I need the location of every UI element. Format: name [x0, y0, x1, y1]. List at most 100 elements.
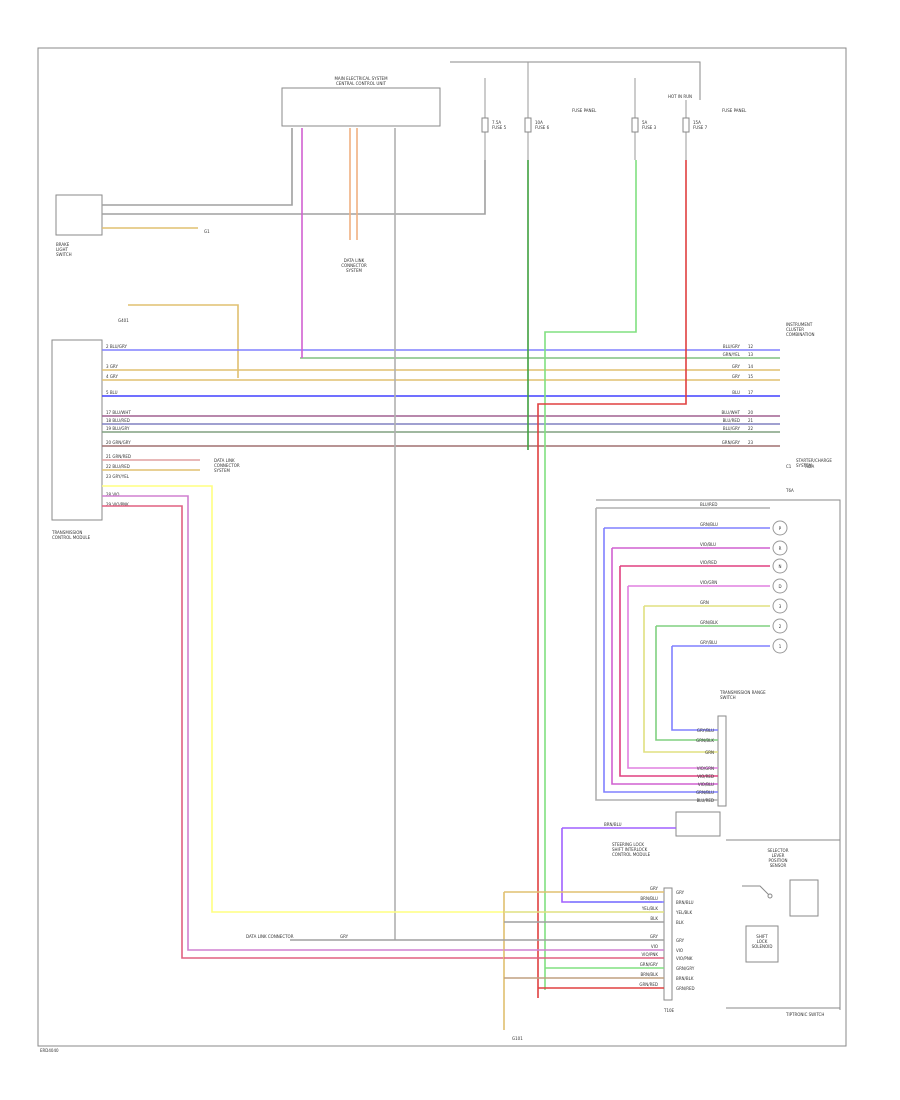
range-block-labels: GRY/BLU GRN/BLK GRN VIO/GRN VIO/RED VIO/… — [696, 728, 714, 803]
svg-text:20 GRN/GRY: 20 GRN/GRY — [106, 440, 131, 445]
svg-text:T32A: T32A — [803, 464, 815, 469]
svg-text:STEERING LOCK: STEERING LOCK — [612, 842, 644, 847]
bus-wires — [102, 349, 780, 471]
svg-text:3: 3 — [779, 604, 782, 609]
svg-text:CONTROL MODULE: CONTROL MODULE — [612, 852, 651, 857]
svg-text:CONNECTOR: CONNECTOR — [341, 263, 367, 268]
range-wire-labels: BLU/RED GRN/BLU VIO/BLU VIO/RED VIO/GRN … — [700, 502, 718, 645]
svg-text:23 GRY/YEL: 23 GRY/YEL — [106, 474, 130, 479]
svg-text:TIPTRONIC SWITCH: TIPTRONIC SWITCH — [785, 1012, 824, 1017]
svg-text:7.5A: 7.5A — [492, 120, 501, 125]
svg-text:GRY/BLU: GRY/BLU — [697, 728, 714, 733]
svg-text:BRAKE: BRAKE — [56, 242, 70, 247]
svg-text:VIO/RED: VIO/RED — [697, 774, 714, 779]
fuse-3: 5A FUSE 3 — [631, 78, 657, 160]
svg-text:GRY/BLU: GRY/BLU — [700, 640, 717, 645]
fuse-4: 15A FUSE 7 — [682, 100, 708, 160]
svg-text:BRN/BLK: BRN/BLK — [641, 972, 659, 977]
fuse-1: 7.5A FUSE 5 — [481, 78, 507, 160]
svg-text:D: D — [778, 584, 781, 589]
svg-text:22 BLU/RED: 22 BLU/RED — [106, 464, 130, 469]
svg-text:18 BLU/RED: 18 BLU/RED — [106, 418, 130, 423]
svg-text:GRN/BLK: GRN/BLK — [696, 738, 714, 743]
svg-text:DATA LINK: DATA LINK — [344, 258, 365, 263]
svg-text:VIO: VIO — [651, 944, 658, 949]
svg-text:FUSE 7: FUSE 7 — [693, 125, 708, 130]
svg-text:GRN: GRN — [705, 750, 714, 755]
svg-text:BLU/WHT: BLU/WHT — [722, 410, 741, 415]
svg-text:FUSE PANEL: FUSE PANEL — [722, 108, 747, 113]
svg-text:BLK: BLK — [650, 916, 658, 921]
svg-text:BLU/RED: BLU/RED — [700, 502, 717, 507]
svg-text:4 GRY: 4 GRY — [106, 374, 118, 379]
svg-text:GRN/BLU: GRN/BLU — [696, 790, 714, 795]
svg-text:POSITION: POSITION — [768, 858, 787, 863]
svg-text:CLUSTER: CLUSTER — [786, 327, 804, 332]
svg-text:3 GRY: 3 GRY — [106, 364, 118, 369]
svg-text:21: 21 — [748, 418, 754, 423]
svg-text:BLU/GRY: BLU/GRY — [723, 426, 741, 431]
svg-text:VIO/GRN: VIO/GRN — [700, 580, 717, 585]
svg-text:GRN/BLU: GRN/BLU — [700, 522, 718, 527]
svg-text:12: 12 — [748, 344, 754, 349]
svg-text:FUSE 5: FUSE 5 — [492, 125, 507, 130]
svg-text:VIO/PNK: VIO/PNK — [676, 956, 693, 961]
svg-text:17 BLU/WHT: 17 BLU/WHT — [106, 410, 131, 415]
svg-text:13: 13 — [748, 352, 754, 357]
svg-text:GRY: GRY — [650, 934, 659, 939]
svg-text:SOLENOID: SOLENOID — [752, 944, 773, 949]
svg-text:20: 20 — [748, 410, 754, 415]
svg-text:2 BLU/GRY: 2 BLU/GRY — [106, 344, 127, 349]
svg-text:VIO/GRN: VIO/GRN — [697, 766, 714, 771]
svg-text:LEVER: LEVER — [772, 853, 785, 858]
svg-text:R: R — [779, 546, 782, 551]
svg-text:VIO/PNK: VIO/PNK — [642, 952, 659, 957]
data-link-connector-c: DATA LINK CONNECTOR GRY — [246, 934, 504, 941]
svg-text:TRANSMISSION RANGE: TRANSMISSION RANGE — [719, 690, 766, 695]
page-code: ERD4040 — [40, 1048, 59, 1053]
svg-text:MAIN ELECTRICAL SYSTEM: MAIN ELECTRICAL SYSTEM — [334, 76, 388, 81]
diagram-frame — [37, 47, 847, 1047]
svg-text:LIGHT: LIGHT — [56, 247, 69, 252]
svg-text:28 VIO: 28 VIO — [106, 492, 119, 497]
svg-text:19 BLU/GRY: 19 BLU/GRY — [106, 426, 130, 431]
svg-text:CONNECTOR: CONNECTOR — [214, 463, 240, 468]
svg-text:10A: 10A — [535, 120, 543, 125]
svg-text:FUSE 6: FUSE 6 — [535, 125, 550, 130]
svg-text:BRN/BLU: BRN/BLU — [604, 822, 622, 827]
svg-text:T10E: T10E — [663, 1008, 675, 1013]
svg-text:G401: G401 — [118, 318, 129, 323]
svg-text:FUSE PANEL: FUSE PANEL — [572, 108, 597, 113]
svg-text:BLU/RED: BLU/RED — [723, 418, 740, 423]
svg-text:GRN/GRY: GRN/GRY — [676, 966, 695, 971]
svg-text:DATA LINK: DATA LINK — [214, 458, 235, 463]
svg-text:1: 1 — [779, 644, 782, 649]
svg-text:CONTROL MODULE: CONTROL MODULE — [52, 535, 91, 540]
svg-text:BRN/BLU: BRN/BLU — [676, 900, 694, 905]
svg-text:GRY: GRY — [676, 938, 685, 943]
svg-text:SYSTEM: SYSTEM — [346, 268, 362, 273]
svg-text:BLU/RED: BLU/RED — [697, 798, 714, 803]
bottom-connector: T10E — [663, 887, 675, 1013]
svg-text:LOCK: LOCK — [757, 939, 768, 944]
svg-text:VIO: VIO — [676, 948, 683, 953]
central-control-unit: MAIN ELECTRICAL SYSTEM CENTRAL CONTROL U… — [281, 76, 441, 127]
svg-text:N: N — [779, 564, 782, 569]
svg-text:GRN/GRY: GRN/GRY — [640, 962, 659, 967]
svg-text:G101: G101 — [512, 1036, 523, 1041]
svg-text:SYSTEM: SYSTEM — [214, 468, 230, 473]
svg-text:GRN/GRY: GRN/GRY — [722, 440, 741, 445]
svg-text:BLK: BLK — [676, 920, 684, 925]
svg-text:GRN/YEL: GRN/YEL — [723, 352, 741, 357]
svg-text:SWITCH: SWITCH — [720, 695, 736, 700]
svg-text:BLU: BLU — [732, 390, 740, 395]
svg-text:BRN/BLU: BRN/BLU — [640, 896, 658, 901]
interlock-control-module: BRN/BLU STEERING LOCK SHIFT INTERLOCK CO… — [561, 811, 721, 903]
svg-text:FUSE 3: FUSE 3 — [642, 125, 657, 130]
svg-text:DATA LINK CONNECTOR: DATA LINK CONNECTOR — [246, 934, 294, 939]
svg-text:GRY: GRY — [732, 374, 741, 379]
svg-text:VIO/BLU: VIO/BLU — [698, 782, 714, 787]
svg-text:HOT IN RUN: HOT IN RUN — [668, 94, 692, 99]
svg-text:VIO/BLU: VIO/BLU — [700, 542, 716, 547]
svg-text:GRY: GRY — [340, 934, 349, 939]
